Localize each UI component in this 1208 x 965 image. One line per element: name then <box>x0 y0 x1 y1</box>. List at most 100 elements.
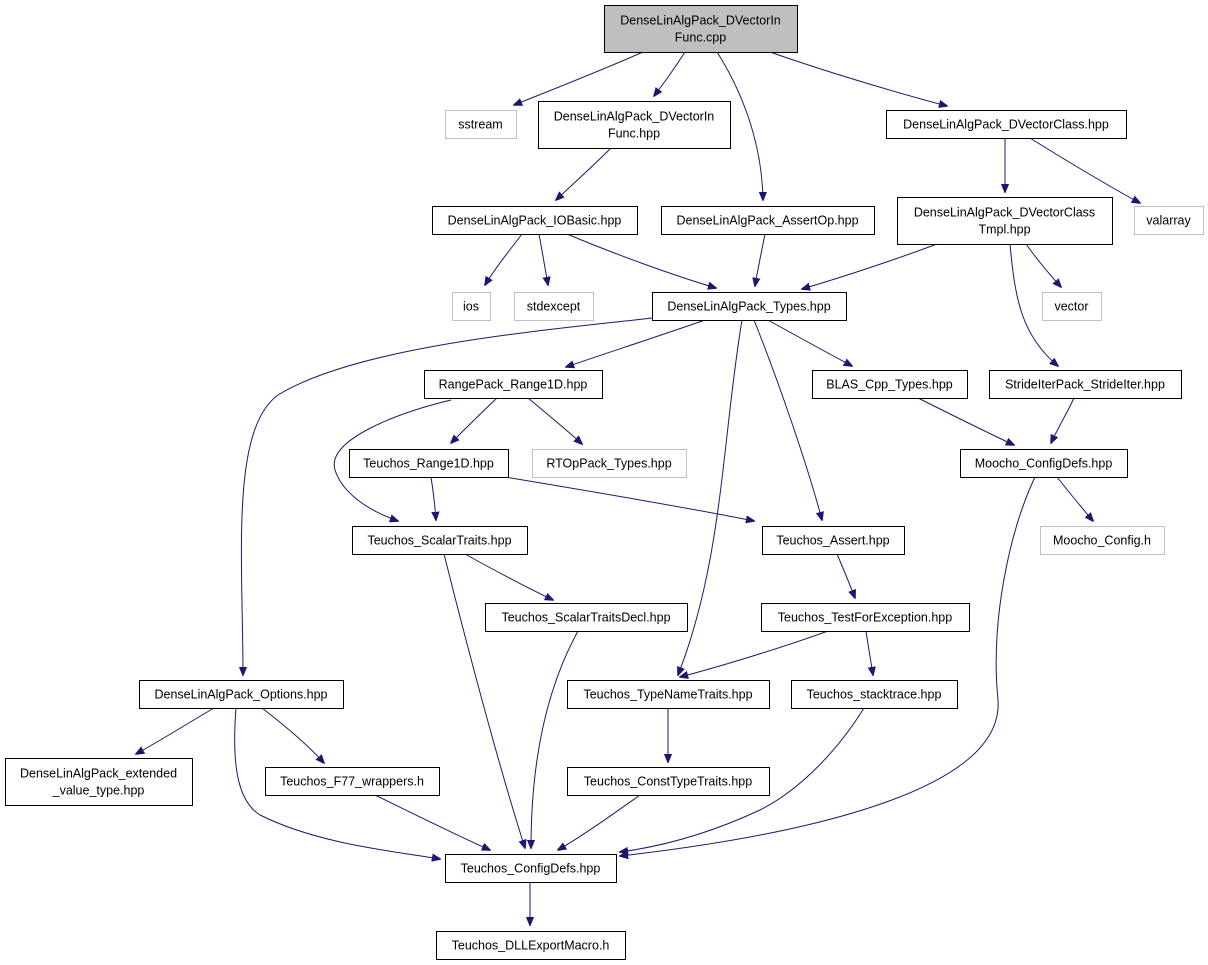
edge-types-to-teuchosassert <box>753 319 822 520</box>
node-teuchos_range1d[interactable]: Teuchos_Range1D.hpp <box>349 449 509 478</box>
node-types[interactable]: DenseLinAlgPack_Types.hpp <box>652 292 847 321</box>
node-label-stacktrace: Teuchos_stacktrace.hpp <box>807 688 942 702</box>
node-f77wrappers[interactable]: Teuchos_F77_wrappers.h <box>265 767 440 796</box>
node-scalartraitsdecl[interactable]: Teuchos_ScalarTraitsDecl.hpp <box>485 603 688 632</box>
node-range1d[interactable]: RangePack_Range1D.hpp <box>424 370 603 399</box>
node-box-stdexcept <box>514 292 594 321</box>
node-label-f77wrappers: Teuchos_F77_wrappers.h <box>280 775 424 789</box>
edge-types-to-range1d <box>566 319 706 367</box>
node-label-vector: vector <box>1054 300 1088 314</box>
node-teuchosconfigdefs[interactable]: Teuchos_ConfigDefs.hpp <box>445 854 617 883</box>
node-scalartraits[interactable]: Teuchos_ScalarTraits.hpp <box>352 526 528 555</box>
node-box-teuchos_range1d <box>349 449 509 478</box>
node-vector: vector <box>1042 292 1102 321</box>
edge-range1d-to-teuchos_range1d <box>451 397 498 443</box>
edge-assertop-to-types <box>755 233 766 286</box>
node-box-testforexception <box>761 603 970 632</box>
node-label-teuchos_range1d: Teuchos_Range1D.hpp <box>363 457 494 471</box>
edge-options-to-teuchosconfigdefs <box>234 707 440 859</box>
node-label-rtoptypes: RTOpPack_Types.hpp <box>546 457 671 471</box>
node-label-stdexcept: stdexcept <box>527 300 581 314</box>
node-box-teuchosassert <box>762 526 905 555</box>
node-box-rtoptypes <box>532 449 687 478</box>
node-assertop[interactable]: DenseLinAlgPack_AssertOp.hpp <box>661 206 875 235</box>
edge-dvecinfunc_hpp-to-iobasic <box>556 147 612 200</box>
edge-types-to-typenametraits <box>678 319 743 675</box>
edge-moochoconfigdefs-to-teuchosconfigdefs <box>620 476 1036 856</box>
edge-dvecclass-to-valarray <box>1029 137 1140 203</box>
node-strideiter[interactable]: StrideIterPack_StrideIter.hpp <box>989 370 1182 399</box>
node-label-strideiter: StrideIterPack_StrideIter.hpp <box>1005 378 1165 392</box>
node-box-dllexport <box>436 931 626 960</box>
node-box-dvecclass <box>886 110 1127 139</box>
node-stacktrace[interactable]: Teuchos_stacktrace.hpp <box>791 680 958 709</box>
node-label-root: Func.cpp <box>675 31 726 45</box>
node-box-sstream <box>445 110 517 139</box>
edge-root-to-dvecinfunc_hpp <box>654 51 686 96</box>
node-label-typenametraits: Teuchos_TypeNameTraits.hpp <box>583 688 752 702</box>
node-box-moochoconfig_h <box>1040 526 1165 555</box>
node-label-dvecinfunc_hpp: Func.hpp <box>608 127 660 141</box>
node-box-teuchosconfigdefs <box>445 854 617 883</box>
node-typenametraits[interactable]: Teuchos_TypeNameTraits.hpp <box>567 680 770 709</box>
edge-iobasic-to-types <box>566 233 716 288</box>
node-blastypes[interactable]: BLAS_Cpp_Types.hpp <box>812 370 968 399</box>
node-ios: ios <box>452 292 491 321</box>
edge-iobasic-to-stdexcept <box>538 233 548 285</box>
node-box-assertop <box>661 206 875 235</box>
node-label-teuchosconfigdefs: Teuchos_ConfigDefs.hpp <box>461 862 601 876</box>
edge-dvecclasstmpl-to-types <box>802 243 938 289</box>
node-box-scalartraitsdecl <box>485 603 688 632</box>
node-box-typenametraits <box>567 680 770 709</box>
node-valarray: valarray <box>1134 206 1204 235</box>
node-consttypetraits[interactable]: Teuchos_ConstTypeTraits.hpp <box>567 767 770 796</box>
node-testforexception[interactable]: Teuchos_TestForException.hpp <box>761 603 970 632</box>
node-moochoconfigdefs[interactable]: Moocho_ConfigDefs.hpp <box>960 449 1128 478</box>
node-box-consttypetraits <box>567 767 770 796</box>
node-label-dvecinfunc_hpp: DenseLinAlgPack_DVectorIn <box>554 110 715 124</box>
edges-layer <box>136 51 1140 925</box>
node-dvecclass[interactable]: DenseLinAlgPack_DVectorClass.hpp <box>886 110 1127 139</box>
edge-stacktrace-to-teuchosconfigdefs <box>620 707 865 852</box>
edge-scalartraits-to-teuchosconfigdefs <box>443 553 525 848</box>
node-label-moochoconfig_h: Moocho_Config.h <box>1053 534 1151 548</box>
node-label-assertop: DenseLinAlgPack_AssertOp.hpp <box>676 214 858 228</box>
edge-options-to-f77wrappers <box>261 707 324 763</box>
edge-blastypes-to-moochoconfigdefs <box>917 397 1014 445</box>
node-label-dvecclass: DenseLinAlgPack_DVectorClass.hpp <box>903 118 1109 132</box>
edge-types-to-options <box>241 317 653 675</box>
node-label-root: DenseLinAlgPack_DVectorIn <box>620 14 781 28</box>
edge-teuchosassert-to-testforexception <box>836 553 855 598</box>
node-box-moochoconfigdefs <box>960 449 1128 478</box>
node-box-range1d <box>424 370 603 399</box>
node-label-blastypes: BLAS_Cpp_Types.hpp <box>826 378 953 392</box>
node-dllexport[interactable]: Teuchos_DLLExportMacro.h <box>436 931 626 960</box>
node-label-extvaltype: DenseLinAlgPack_extended <box>20 767 177 781</box>
node-label-range1d: RangePack_Range1D.hpp <box>439 378 588 392</box>
edge-root-to-sstream <box>514 51 644 105</box>
node-label-options: DenseLinAlgPack_Options.hpp <box>154 688 327 702</box>
edge-types-to-blastypes <box>767 319 852 366</box>
node-options[interactable]: DenseLinAlgPack_Options.hpp <box>139 680 344 709</box>
node-label-teuchosassert: Teuchos_Assert.hpp <box>776 534 889 548</box>
edge-root-to-dvecclass <box>769 51 947 106</box>
edge-consttypetraits-to-teuchosconfigdefs <box>558 794 641 850</box>
node-box-scalartraits <box>352 526 528 555</box>
edge-teuchos_range1d-to-scalartraits <box>430 476 436 520</box>
node-box-strideiter <box>989 370 1182 399</box>
edge-range1d-to-scalartraits <box>333 399 452 521</box>
node-stdexcept: stdexcept <box>514 292 594 321</box>
node-extvaltype[interactable]: DenseLinAlgPack_extended_value_type.hpp <box>5 758 193 806</box>
node-box-dvecclasstmpl <box>897 197 1113 245</box>
node-box-valarray <box>1134 206 1204 235</box>
node-teuchosassert[interactable]: Teuchos_Assert.hpp <box>762 526 905 555</box>
edge-moochoconfigdefs-to-moochoconfig_h <box>1056 476 1093 521</box>
node-box-blastypes <box>812 370 968 399</box>
node-label-scalartraitsdecl: Teuchos_ScalarTraitsDecl.hpp <box>501 611 670 625</box>
edge-iobasic-to-ios <box>485 233 523 285</box>
node-box-stacktrace <box>791 680 958 709</box>
node-iobasic[interactable]: DenseLinAlgPack_IOBasic.hpp <box>432 206 638 235</box>
